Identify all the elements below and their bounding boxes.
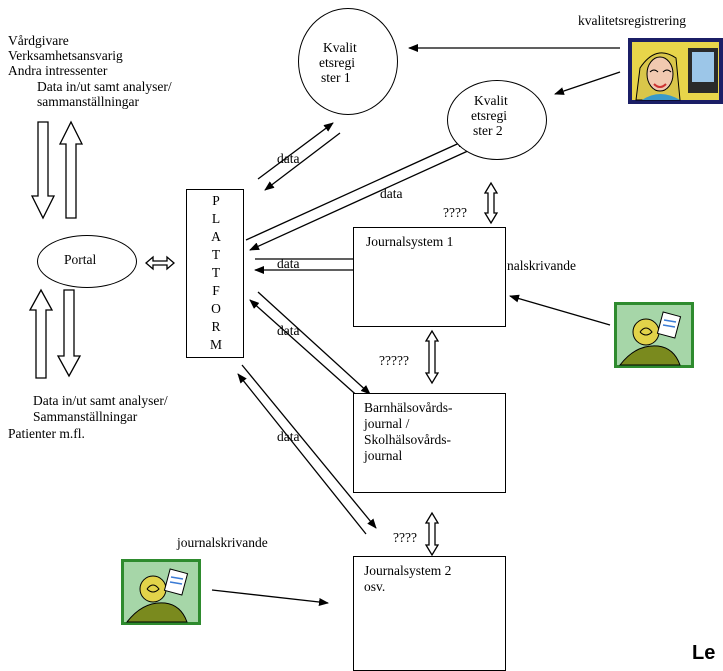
journal-writing-right-label: nalskrivande bbox=[507, 258, 576, 273]
arrow-bhv-plat bbox=[249, 299, 363, 401]
registry-2-line1: Kvalit bbox=[474, 93, 508, 108]
data-in-out-top-line1: Data in/ut samt analyser/ bbox=[37, 79, 172, 94]
stakeholder-3: Andra intressenter bbox=[8, 63, 108, 78]
registry-1-line1: Kvalit bbox=[323, 40, 357, 55]
registry-1-line3: ster 1 bbox=[321, 70, 351, 85]
child-health-journal-box: Barnhälsovårds- journal / Skolhälsovårds… bbox=[353, 393, 506, 493]
platform-letter: T bbox=[211, 265, 221, 280]
data-label: data bbox=[277, 256, 300, 271]
journal-system-2-line1: Journalsystem 2 bbox=[364, 563, 452, 578]
arrow-writer-js2 bbox=[211, 589, 329, 606]
journal-system-2-box: Journalsystem 2 osv. bbox=[353, 556, 506, 671]
hollow-arrow-up-top bbox=[58, 120, 84, 219]
patients-label: Patienter m.fl. bbox=[8, 426, 85, 441]
hollow-arrow-down-top bbox=[30, 121, 56, 220]
journal-writing-left-label: journalskrivande bbox=[177, 535, 268, 550]
data-in-out-bottom-line2: Sammanställningar bbox=[33, 409, 138, 424]
quality-registration-label: kvalitetsregistrering bbox=[578, 13, 686, 28]
uncertain-label-1: ???? bbox=[443, 205, 467, 220]
child-health-line1: Barnhälsovårds- bbox=[364, 400, 453, 415]
quality-registry-2: Kvalit etsregi ster 2 bbox=[447, 80, 547, 160]
uncertain-label-3: ???? bbox=[393, 530, 417, 545]
journal-system-1-box: Journalsystem 1 bbox=[353, 227, 506, 327]
data-label: data bbox=[277, 151, 300, 166]
arrow-plat-bhv bbox=[257, 291, 371, 395]
arrow-plat-reg2 bbox=[245, 139, 467, 241]
child-health-line4: journal bbox=[364, 448, 403, 463]
arrow-plat-reg1 bbox=[257, 122, 334, 180]
portal-label: Portal bbox=[64, 252, 97, 267]
hollow-double-arrow-3 bbox=[424, 511, 440, 557]
corner-text: Le bbox=[692, 642, 716, 664]
platform-letter: M bbox=[209, 337, 222, 352]
hollow-double-arrow-1 bbox=[483, 181, 499, 225]
stakeholder-2: Verksamhetsansvarig bbox=[8, 48, 123, 63]
hollow-arrow-up-bottom bbox=[28, 288, 54, 379]
arrow-writer-js1 bbox=[509, 294, 611, 326]
data-in-out-bottom-line1: Data in/ut samt analyser/ bbox=[33, 393, 168, 408]
clerk-at-computer-icon bbox=[628, 38, 723, 104]
platform-letter: L bbox=[211, 211, 221, 226]
portal-platform-arrow bbox=[145, 255, 175, 271]
data-label: data bbox=[277, 323, 300, 338]
platform-letter: A bbox=[211, 229, 221, 244]
stakeholder-1: Vårdgivare bbox=[8, 33, 69, 48]
hollow-arrow-down-bottom bbox=[56, 289, 82, 378]
registry-2-line2: etsregi bbox=[471, 108, 507, 123]
uncertain-label-2: ????? bbox=[379, 353, 409, 368]
registry-1-line2: etsregi bbox=[319, 55, 355, 70]
person-writing-icon bbox=[121, 559, 201, 625]
data-in-out-top-line2: sammanställningar bbox=[37, 94, 139, 109]
data-label: data bbox=[380, 186, 403, 201]
platform-letter: F bbox=[212, 283, 220, 298]
platform-letter: T bbox=[211, 247, 221, 262]
journal-system-2-line2: osv. bbox=[364, 579, 386, 594]
arrow-qr-reg2 bbox=[554, 71, 621, 95]
quality-registry-1: Kvalit etsregi ster 1 bbox=[298, 8, 398, 115]
portal-ellipse: Portal bbox=[37, 235, 137, 288]
data-label: data bbox=[277, 429, 300, 444]
platform-letter: R bbox=[211, 319, 221, 334]
registry-2-line3: ster 2 bbox=[473, 123, 503, 138]
platform-letter: P bbox=[212, 193, 220, 208]
arrow-reg1-plat bbox=[264, 132, 341, 191]
platform-box: P L A T T F O R M bbox=[186, 189, 244, 358]
child-health-line3: Skolhälsovårds- bbox=[364, 432, 451, 447]
hollow-double-arrow-2 bbox=[424, 329, 440, 385]
journal-system-1-label: Journalsystem 1 bbox=[366, 234, 454, 249]
platform-letter: O bbox=[211, 301, 221, 316]
arrow-reg2-plat bbox=[249, 149, 471, 251]
child-health-line2: journal / bbox=[364, 416, 410, 431]
arrow-js2-plat bbox=[237, 373, 367, 535]
person-writing-icon bbox=[614, 302, 694, 368]
arrow-plat-js2 bbox=[241, 364, 377, 529]
